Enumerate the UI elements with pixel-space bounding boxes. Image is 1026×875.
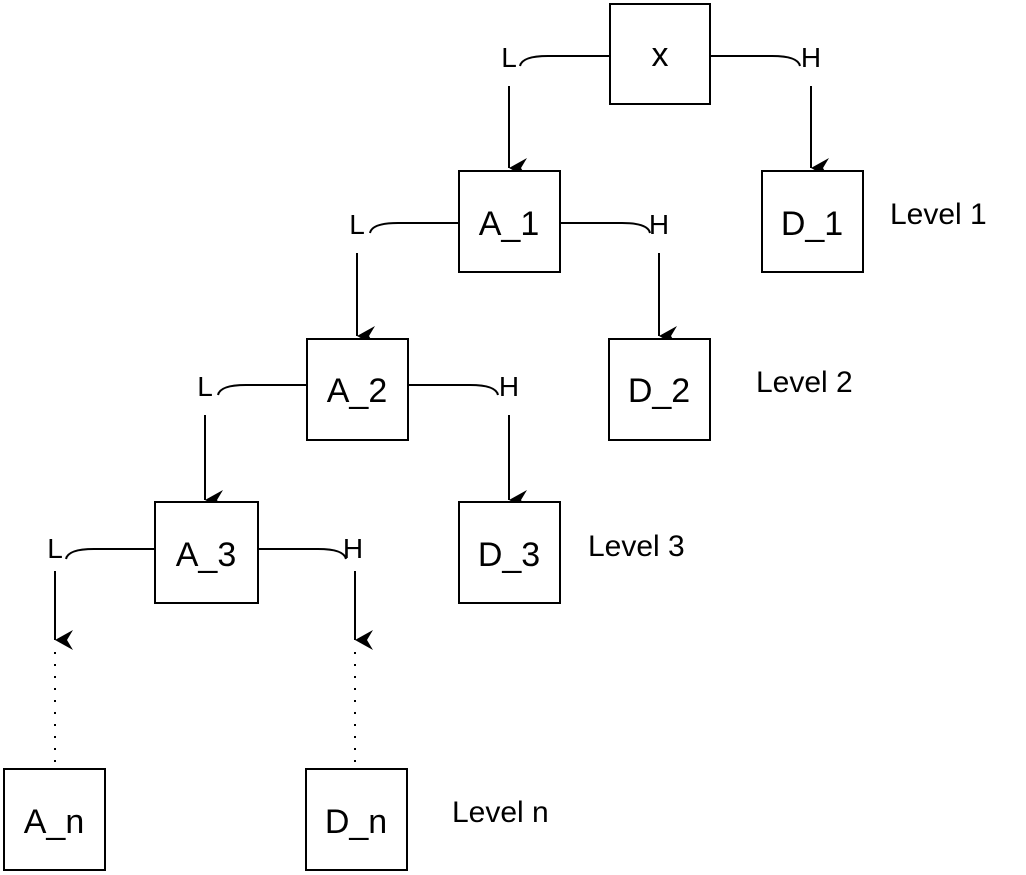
node-an-label: A_n [24,803,85,841]
node-a3-label: A_3 [176,536,237,574]
node-d2: D_2 [608,338,711,441]
branch-label-a1-low: L [349,209,365,240]
node-a1-label: A_1 [479,205,540,243]
node-a3: A_3 [154,501,259,604]
node-an: A_n [3,768,106,871]
branch-label-a2-low: L [197,371,213,402]
node-a2-label: A_2 [327,372,388,410]
node-d3-label: D_3 [478,536,540,574]
branch-label-a3-low: L [47,533,63,564]
node-a1: A_1 [458,170,561,273]
edges-a2 [204,384,527,510]
edges-a1 [356,222,677,346]
node-d3: D_3 [458,501,561,604]
level-label-1: Level 1 [890,198,987,231]
edge-a2-low [217,384,307,396]
edge-x-low [519,55,610,67]
level-labels: Level 1 Level 2 Level 3 Level n [452,198,987,829]
branch-label-a2-high: H [499,371,519,402]
node-d1-label: D_1 [781,205,843,243]
node-d1: D_1 [761,170,864,273]
edge-a3-low [65,548,155,560]
edge-a3-high [258,548,347,560]
node-dn: D_n [305,768,408,871]
branch-label-x-low: L [501,42,517,73]
branch-label-x-high: H [801,42,821,73]
node-a2: A_2 [306,338,409,441]
node-x: x [609,3,711,105]
branch-label-a1-high: H [649,209,669,240]
node-dn-label: D_n [325,803,387,841]
branch-label-a3-high: H [343,533,363,564]
edges-a3 [54,548,373,767]
branch-labels: L H L H L H L H [47,42,821,564]
edge-x-high [710,55,801,67]
node-d2-label: D_2 [628,372,690,410]
level-label-n: Level n [452,796,549,829]
level-label-3: Level 3 [588,530,685,563]
node-x-label: x [652,36,669,74]
edge-a1-low [369,222,459,234]
level-label-2: Level 2 [756,366,853,399]
edge-a2-high [408,384,499,396]
edges-x [508,55,829,178]
edge-a1-high [560,222,651,234]
